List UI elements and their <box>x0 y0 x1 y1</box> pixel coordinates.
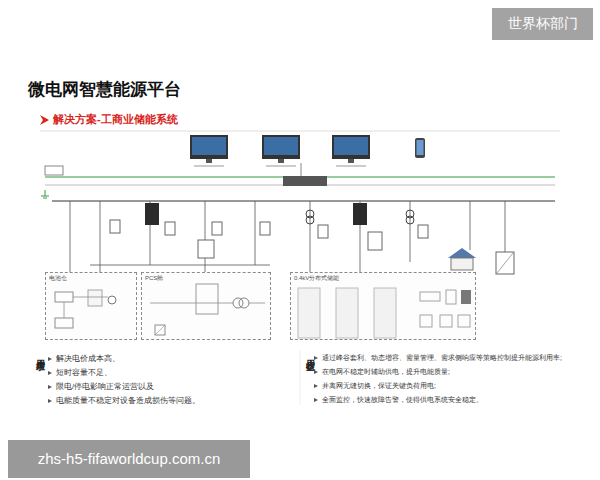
watermark: zhs-h5-fifaworldcup.com.cn <box>8 440 250 478</box>
feeder-line <box>100 201 101 272</box>
monitor-stand <box>278 159 284 163</box>
bullet-marker <box>314 370 318 374</box>
subtitle: 解决方案-工商业储能系统 <box>53 113 303 127</box>
house-roof <box>448 248 476 258</box>
bullet-text: 通过峰谷套利、动态增容、需量管理、需求侧响应等策略控制提升能源利用率; <box>322 354 594 363</box>
bullet-text: 限电/停电影响正常运营以及 <box>56 382 286 391</box>
earth-symbol <box>43 198 47 199</box>
transformer <box>406 216 414 224</box>
feeder-line <box>255 201 256 265</box>
subtitle-arrow <box>40 115 49 125</box>
bullet-text: 并离网无缝切换，保证关键负荷用电; <box>322 382 594 391</box>
earth-symbol <box>45 190 46 196</box>
meter-box <box>165 222 175 235</box>
watermark: 世界杯部门 <box>492 8 593 40</box>
phone-screen <box>417 140 424 155</box>
meter-box <box>260 222 270 235</box>
meter-box <box>212 222 222 235</box>
gateway <box>283 176 327 186</box>
meter-box <box>110 220 120 233</box>
transformer <box>306 216 314 224</box>
region-box: PCS舱 <box>141 272 271 340</box>
bullet-text: 全面监控，快速故障告警，使得供电系统安全稳定。 <box>322 396 594 405</box>
bullet-marker <box>314 384 318 388</box>
inverter <box>496 252 514 274</box>
page-title: 微电网智慧能源平台 <box>28 79 181 100</box>
caption-bar <box>194 165 224 167</box>
region-box: 0.4kV分布式储能 <box>290 272 476 340</box>
bullet-text: 在电网不稳定时辅助供电，提升电能质量; <box>322 368 594 377</box>
controller-box <box>368 232 382 250</box>
feeder-line <box>205 201 206 272</box>
monitor-stand <box>206 159 212 163</box>
busbar <box>52 201 555 202</box>
bullet-text: 解决电价成本高、 <box>56 354 286 363</box>
meter-box <box>318 225 328 238</box>
meter-box <box>418 225 428 238</box>
caption-bar <box>266 165 296 167</box>
bullet-marker <box>48 357 52 361</box>
phone <box>415 138 425 158</box>
house-body <box>451 258 473 270</box>
divider-line <box>40 131 560 132</box>
inverter-symbol <box>497 253 513 273</box>
feeder-line <box>70 201 71 272</box>
cabinet <box>353 203 367 225</box>
region-box: 电池仓 <box>45 272 137 340</box>
region-label: PCS舱 <box>145 275 163 282</box>
left-device <box>45 166 63 175</box>
feeder-line <box>505 201 506 252</box>
monitor-screen <box>192 137 226 155</box>
bullet-marker <box>48 385 52 389</box>
bullet-text: 短时容量不足、 <box>56 368 286 377</box>
monitor-frame <box>332 135 370 159</box>
monitor-screen <box>264 137 298 155</box>
caption-bar <box>336 165 366 167</box>
region-label: 0.4kV分布式储能 <box>294 275 339 282</box>
gateway-link <box>301 163 302 177</box>
monitor-screen <box>334 137 368 155</box>
section-label: 用户需求 <box>35 352 46 356</box>
monitor-frame <box>262 135 300 159</box>
earth-symbol <box>41 196 49 197</box>
column-divider <box>300 350 301 405</box>
controller-box <box>198 240 214 258</box>
monitor-frame <box>190 135 228 159</box>
cabinet <box>145 203 159 225</box>
feeder-line <box>90 265 270 266</box>
section-label: 用户收益 <box>305 352 316 356</box>
feeder-line <box>310 201 311 272</box>
region-label: 电池仓 <box>49 275 67 282</box>
monitor-stand <box>348 159 354 163</box>
bullet-text: 电能质量不稳定对设备造成损伤等问题。 <box>56 396 286 405</box>
bullet-marker <box>314 356 318 360</box>
feeder-line <box>470 201 471 250</box>
bullet-marker <box>48 371 52 375</box>
bullet-marker <box>48 399 52 403</box>
bullet-marker <box>314 398 318 402</box>
